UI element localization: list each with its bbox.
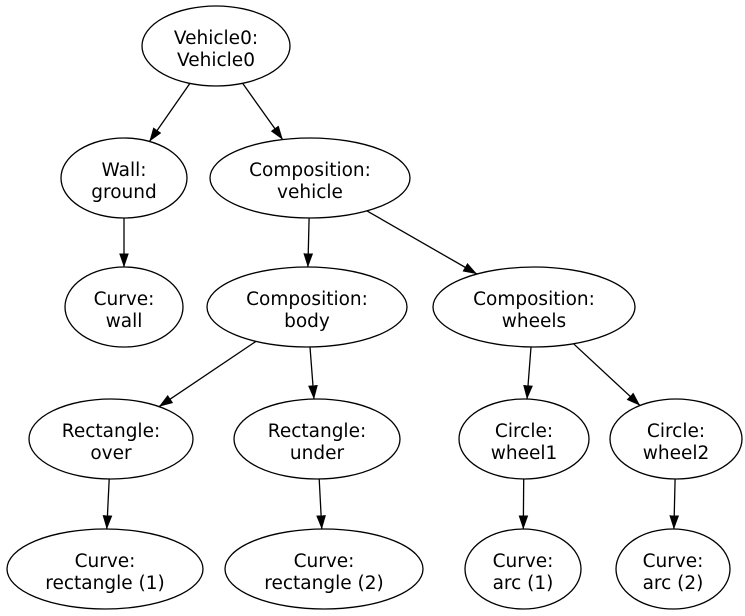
node-label-line2-curve-rectangle-1: rectangle (1) (45, 573, 164, 594)
node-curve-rectangle-1: Curve:rectangle (1) (6, 528, 204, 610)
edge-vehicle0-to-composition-vehicle (242, 82, 284, 140)
node-label-line1-curve-arc-2: Curve: (643, 551, 704, 572)
node-label-line1-rectangle-under: Rectangle: (268, 421, 366, 442)
node-wall-ground: Wall:ground (60, 137, 188, 219)
edge-composition-wheels-to-circle-wheel2 (573, 343, 641, 406)
node-ellipse-curve-rectangle-1 (6, 528, 204, 610)
edge-composition-wheels-to-circle-wheel1 (523, 346, 533, 400)
edge-composition-vehicle-to-composition-wheels (366, 210, 478, 275)
node-label-line2-curve-wall: wall (106, 311, 143, 332)
node-label-line1-curve-rectangle-1: Curve: (75, 551, 136, 572)
node-ellipse-curve-arc-1 (464, 528, 582, 610)
node-label-line2-composition-body: body (284, 311, 330, 332)
edge-composition-body-to-rectangle-over (158, 340, 257, 408)
node-curve-arc-1: Curve:arc (1) (464, 528, 582, 610)
node-label-line2-curve-arc-1: arc (1) (493, 573, 554, 594)
node-label-line1-composition-vehicle: Composition: (249, 160, 371, 181)
node-label-line2-rectangle-over: over (90, 443, 132, 464)
node-vehicle0: Vehicle0:Vehicle0 (141, 5, 291, 87)
node-label-line1-wall-ground: Wall: (102, 160, 147, 181)
node-label-line1-curve-arc-1: Curve: (493, 551, 554, 572)
node-label-line2-rectangle-under: under (290, 443, 345, 464)
node-label-line2-circle-wheel1: wheel1 (491, 443, 558, 464)
node-composition-body: Composition:body (206, 266, 408, 348)
node-label-line1-composition-body: Composition: (246, 289, 368, 310)
node-ellipse-composition-vehicle (209, 137, 411, 219)
node-ellipse-wall-ground (60, 137, 188, 219)
node-circle-wheel1: Circle:wheel1 (458, 398, 590, 480)
node-ellipse-composition-body (206, 266, 408, 348)
node-label-line1-curve-rectangle-2: Curve: (294, 551, 355, 572)
node-ellipse-rectangle-under (233, 398, 401, 480)
node-label-line2-vehicle0: Vehicle0 (177, 50, 255, 71)
edge-vehicle0-to-wall-ground (148, 83, 191, 142)
node-ellipse-vehicle0 (141, 5, 291, 87)
node-ellipse-curve-wall (64, 266, 184, 348)
node-label-line2-composition-vehicle: vehicle (277, 182, 343, 203)
node-curve-rectangle-2: Curve:rectangle (2) (224, 528, 424, 610)
edge-rectangle-under-to-curve-rectangle-2 (316, 478, 326, 530)
edges-layer (102, 82, 680, 530)
node-ellipse-composition-wheels (432, 266, 636, 348)
node-ellipse-circle-wheel1 (458, 398, 590, 480)
node-composition-vehicle: Composition:vehicle (209, 137, 411, 219)
node-ellipse-curve-rectangle-2 (224, 528, 424, 610)
node-composition-wheels: Composition:wheels (432, 266, 636, 348)
nodes-layer: Vehicle0:Vehicle0Wall:groundComposition:… (6, 5, 743, 610)
edge-rectangle-over-to-curve-rectangle-1 (102, 478, 113, 530)
edge-composition-body-to-rectangle-under (308, 346, 318, 400)
node-ellipse-curve-arc-2 (615, 528, 731, 610)
node-label-line1-circle-wheel1: Circle: (495, 421, 553, 442)
node-label-line1-rectangle-over: Rectangle: (62, 421, 160, 442)
node-label-line2-circle-wheel2: wheel2 (643, 443, 710, 464)
node-label-line1-composition-wheels: Composition: (473, 289, 595, 310)
node-label-line1-circle-wheel2: Circle: (647, 421, 705, 442)
edge-composition-vehicle-to-composition-body (303, 217, 314, 268)
node-label-line2-curve-rectangle-2: rectangle (2) (264, 573, 383, 594)
node-ellipse-rectangle-over (28, 398, 194, 480)
node-rectangle-over: Rectangle:over (28, 398, 194, 480)
node-label-line2-composition-wheels: wheels (502, 311, 566, 332)
node-rectangle-under: Rectangle:under (233, 398, 401, 480)
edge-circle-wheel2-to-curve-arc-2 (669, 478, 680, 530)
node-label-line2-wall-ground: ground (91, 182, 156, 203)
node-circle-wheel2: Circle:wheel2 (609, 398, 743, 480)
node-label-line1-vehicle0: Vehicle0: (174, 28, 258, 49)
node-curve-wall: Curve:wall (64, 266, 184, 348)
node-label-line2-curve-arc-2: arc (2) (643, 573, 704, 594)
node-curve-arc-2: Curve:arc (2) (615, 528, 731, 610)
node-ellipse-circle-wheel2 (609, 398, 743, 480)
node-label-line1-curve-wall: Curve: (94, 289, 155, 310)
